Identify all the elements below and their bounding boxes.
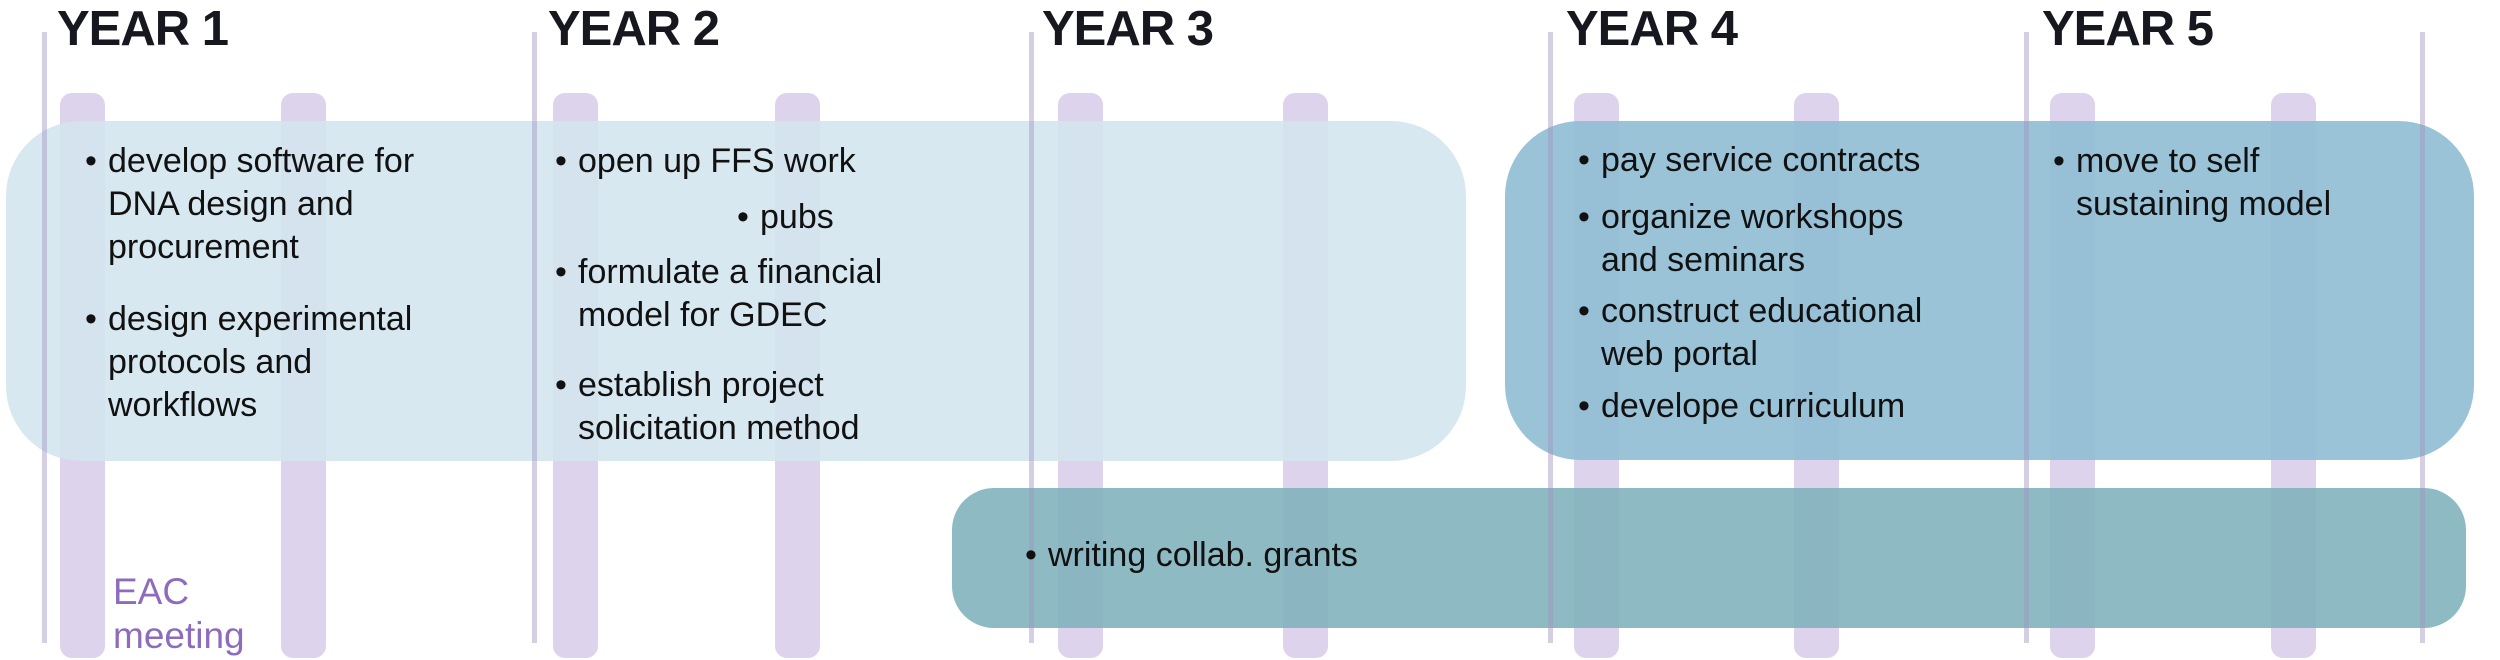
task-text-line: and seminars [1601,241,1806,279]
task-item: open up FFS work [555,140,882,183]
year-1-boundary-line [42,32,47,643]
year-5-end-boundary-line [2420,32,2425,643]
collab-grants-bar [952,488,2466,628]
year-2-boundary-line [532,32,537,643]
task-item: move to self sustaining model [2053,140,2331,226]
year-2-header: YEAR 2 [548,2,720,56]
task-text-line: establish project [578,366,824,404]
year-5-boundary-line [2024,32,2029,643]
task-text-line: develope curriculum [1601,387,1906,425]
task-item: develope curriculum [1578,385,1922,428]
task-text-line: develop software for [108,142,415,180]
task-item: organize workshops and seminars [1578,196,1922,282]
bullet-icon [555,140,567,183]
task-item: pay service contracts [1578,139,1922,182]
task-text-line: open up FFS work [578,142,856,180]
year-1-header: YEAR 1 [57,2,229,56]
bullet-icon [555,251,567,294]
task-text-line: move to self [2076,142,2260,180]
bullet-icon [1578,139,1590,182]
bullet-icon [85,298,97,341]
year-1-task-list: develop software for DNA design and proc… [85,140,414,456]
task-item: develop software for DNA design and proc… [85,140,414,269]
bullet-icon [1578,196,1590,239]
task-text-line: solicitation method [578,409,860,447]
years-4-5-task-box [1505,121,2474,460]
year-4-task-list: pay service contracts organize workshops… [1578,139,1922,428]
bullet-icon [1578,290,1590,333]
eac-meeting-label: EAC meeting [113,570,245,658]
task-text-line: pubs [760,198,834,236]
task-text-line: model for GDEC [578,296,828,334]
task-text-line: DNA design and [108,185,354,223]
bullet-icon [1578,385,1590,428]
task-text-line: organize workshops [1601,198,1904,236]
bullet-icon [555,364,567,407]
task-item: formulate a financial model for GDEC [555,251,882,337]
task-item: construct educational web portal [1578,290,1922,376]
task-text-line: design experimental [108,300,413,338]
years-1-3-task-box [6,121,1466,461]
task-text-line: workflows [108,386,258,424]
task-text-line: web portal [1601,335,1758,373]
bullet-icon [2053,140,2065,183]
bullet-icon [737,196,749,239]
task-text-line: formulate a financial [578,253,883,291]
bullet-icon [1025,534,1037,577]
year-3-header: YEAR 3 [1042,2,1214,56]
task-text-line: construct educational [1601,292,1923,330]
year-5-header: YEAR 5 [2042,2,2214,56]
year-3-boundary-line [1029,32,1034,643]
task-text-line: writing collab. grants [1048,536,1358,574]
task-text-line: sustaining model [2076,185,2332,223]
task-item: design experimental protocols and workfl… [85,298,414,427]
grants-task-item: writing collab. grants [1025,534,1358,577]
eac-label-line: EAC [113,571,190,612]
year-4-header: YEAR 4 [1566,2,1738,56]
task-sub-item: pubs [737,196,882,239]
bullet-icon [85,140,97,183]
year-4-boundary-line [1548,32,1553,643]
task-text-line: procurement [108,228,299,266]
task-text-line: pay service contracts [1601,141,1921,179]
year-5-task-list: move to self sustaining model [2053,140,2331,226]
task-text-line: protocols and [108,343,313,381]
eac-label-line: meeting [113,615,245,656]
task-item: establish project solicitation method [555,364,882,450]
year-2-task-list: open up FFS work pubs formulate a financ… [555,140,882,450]
